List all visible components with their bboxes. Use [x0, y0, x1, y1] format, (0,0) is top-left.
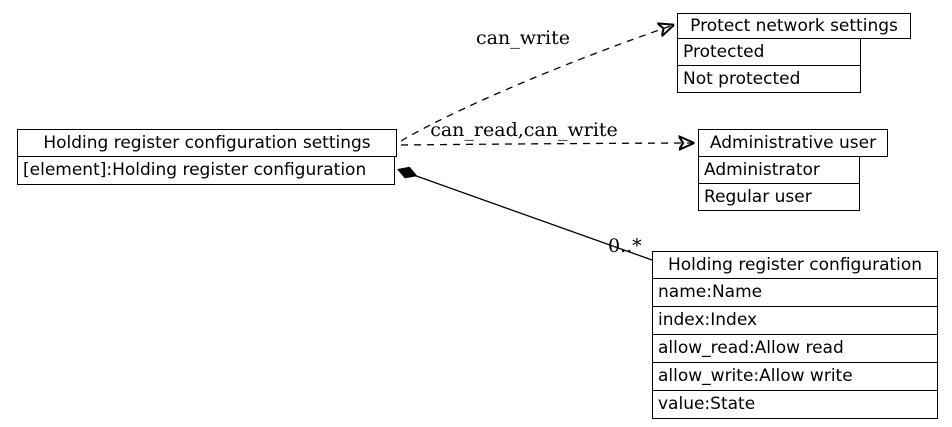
edge-label-can-read-can-write: can_read,can_write [430, 119, 618, 141]
node-protect-row-not-protected: Not protected [677, 65, 861, 93]
node-holding-row-allow-write: allow_write:Allow write [652, 362, 938, 391]
node-admin-row-administrator: Administrator [698, 156, 860, 184]
edge-label-multiplicity: 0..* [608, 235, 642, 257]
composition-diamond-icon [397, 166, 418, 179]
node-admin-title: Administrative user [698, 129, 888, 157]
edge-composition-line [414, 174, 653, 261]
node-protect-title: Protect network settings [677, 13, 911, 39]
node-holding-row-name: name:Name [652, 278, 938, 307]
edge-can-read-write-line [400, 143, 692, 145]
edge-can-write-line [400, 26, 672, 142]
node-holding-row-allow-read: allow_read:Allow read [652, 334, 938, 363]
edge-label-can-write: can_write [475, 27, 570, 49]
node-holding-row-index: index:Index [652, 306, 938, 335]
node-settings-title: Holding register configuration settings [17, 129, 397, 157]
node-admin-row-regular-user: Regular user [698, 183, 860, 211]
node-holding-title: Holding register configuration [652, 251, 938, 279]
node-holding-row-value: value:State [652, 390, 938, 419]
node-protect-row-protected: Protected [677, 38, 861, 66]
node-settings-row-element: [element]:Holding register configuration [17, 156, 395, 185]
